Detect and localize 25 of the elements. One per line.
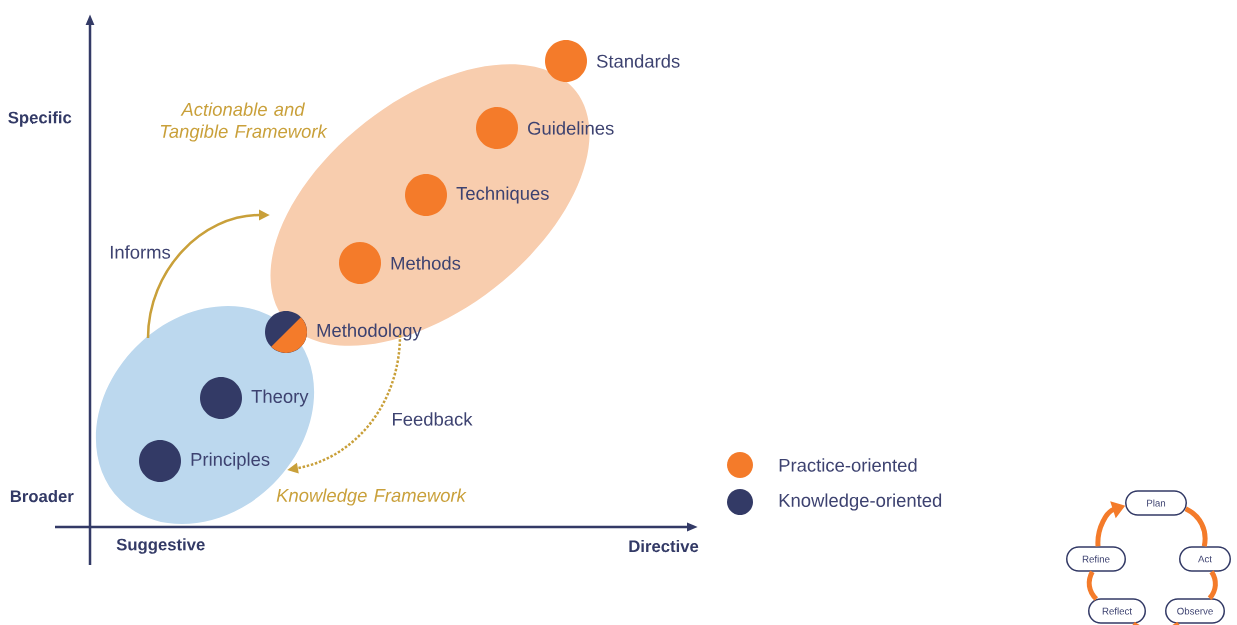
dot-label: Theory: [251, 389, 309, 407]
axis-label: Broader: [10, 489, 74, 503]
connector-line: [1086, 570, 1099, 601]
axis-label: Suggestive: [116, 538, 205, 554]
pill-box: Reflect: [1088, 598, 1146, 624]
dot-label: Standards: [596, 54, 680, 68]
dot-label: Principles: [191, 452, 270, 470]
axis-label: Directive: [629, 539, 699, 553]
connector-line: [1207, 570, 1218, 600]
pill-box: Refine: [1066, 546, 1126, 572]
dot-label: Methods: [391, 256, 461, 270]
pill-box: Plan: [1125, 490, 1187, 516]
pill-box: Observe: [1165, 598, 1225, 624]
framework-title: Knowledge Framework: [276, 488, 467, 506]
legend-label: Knowledge-oriented: [779, 493, 942, 511]
axis-label: Specific: [8, 111, 72, 127]
dot-label: Methodology: [317, 323, 422, 341]
pill-box: Act: [1179, 546, 1231, 572]
legend-label: Practice-oriented: [779, 458, 917, 472]
dot-label: Guidelines: [528, 121, 614, 135]
edge-label: Feedback: [389, 410, 475, 428]
connector-line: [1184, 506, 1208, 547]
framework-title: Actionable and Tangible Framework: [160, 102, 328, 142]
dot-label: Techniques: [456, 186, 549, 204]
edge-label: Informs: [107, 243, 173, 261]
